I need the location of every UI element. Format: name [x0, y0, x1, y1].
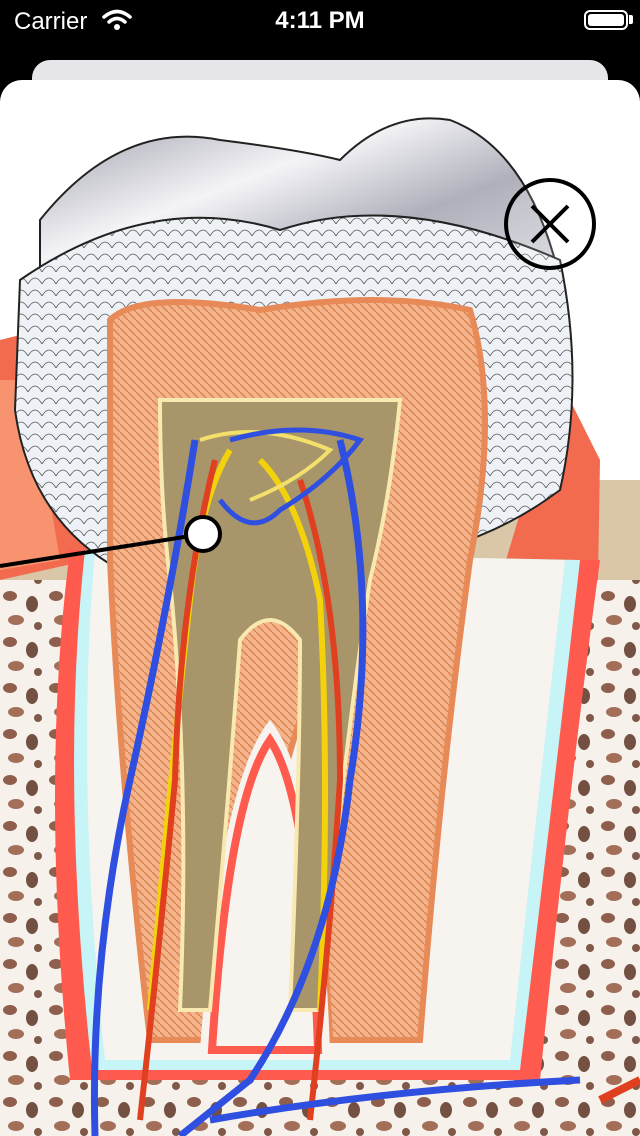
- battery-tip: [629, 15, 633, 24]
- tooth-cross-section-illustration: [0, 117, 640, 1136]
- pointer-marker-icon: [184, 515, 222, 553]
- close-icon[interactable]: [502, 176, 598, 272]
- modal-sheet: [0, 80, 640, 1136]
- battery-icon: [584, 10, 628, 30]
- carrier-label: Carrier: [14, 8, 88, 35]
- clock: 4:11 PM: [275, 7, 365, 34]
- wifi-icon: [102, 9, 132, 30]
- status-bar: Carrier 4:11 PM: [0, 0, 640, 40]
